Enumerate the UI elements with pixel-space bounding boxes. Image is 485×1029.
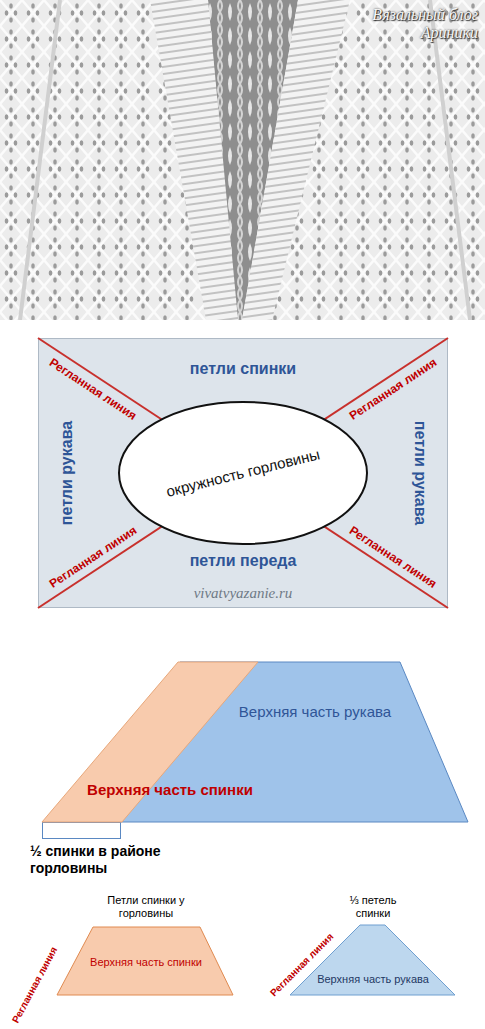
- front-stitches-label: петли переда: [190, 551, 297, 570]
- back-stitches-label: петли спинки: [190, 359, 296, 378]
- piece-shape: [42, 662, 258, 822]
- sleeve-stitches-label: петли рукава: [411, 421, 430, 525]
- sleeve-top-trapezoid: ⅓ петель спинкиВерхняя часть рукава: [285, 890, 460, 998]
- raglan-layout-rect: петли спинки петли рукава петли рукава петл…: [38, 338, 448, 608]
- raglan-line-label: Регланная линия: [10, 945, 60, 1025]
- back-top-band: Верхняя часть спинки: [42, 662, 258, 822]
- back-top-label: Верхняя часть спинки: [87, 781, 253, 799]
- back-top-trapezoid: Петли спинки у горловиныВерхняя часть сп…: [55, 890, 235, 998]
- collar-band: [150, 0, 238, 320]
- sleeve-top-label: Верхняя часть рукава: [239, 703, 391, 721]
- sleeve-stitches-label: петли рукава: [57, 421, 76, 525]
- neck-stitches-heading: Петли спинки у горловины: [96, 894, 196, 920]
- neck-ellipse: [119, 402, 367, 544]
- back-top-trapezoid-outline: [55, 890, 235, 998]
- sleeve-top-label: Верхняя часть рукава: [317, 973, 429, 986]
- neckline-ellipse: окружность горловины: [118, 401, 368, 545]
- piece-shape: [57, 927, 233, 995]
- back-top-label: Верхняя часть спинки: [90, 956, 202, 969]
- raglan-seam: [20, 0, 470, 320]
- lace-photo: [0, 0, 485, 320]
- half-back-note: ½ спинки в районе горловины: [30, 843, 210, 877]
- collar-band: [242, 0, 350, 320]
- layout-rect: [39, 339, 448, 608]
- blog-watermark: Вязальный блог Ариники: [358, 6, 478, 42]
- lace-fabric: [0, 0, 485, 320]
- half-back-strip: [43, 823, 121, 839]
- sleeve-share-heading: ⅓ петель спинки: [338, 894, 408, 920]
- site-watermark: vivatvyazanie.ru: [194, 584, 293, 602]
